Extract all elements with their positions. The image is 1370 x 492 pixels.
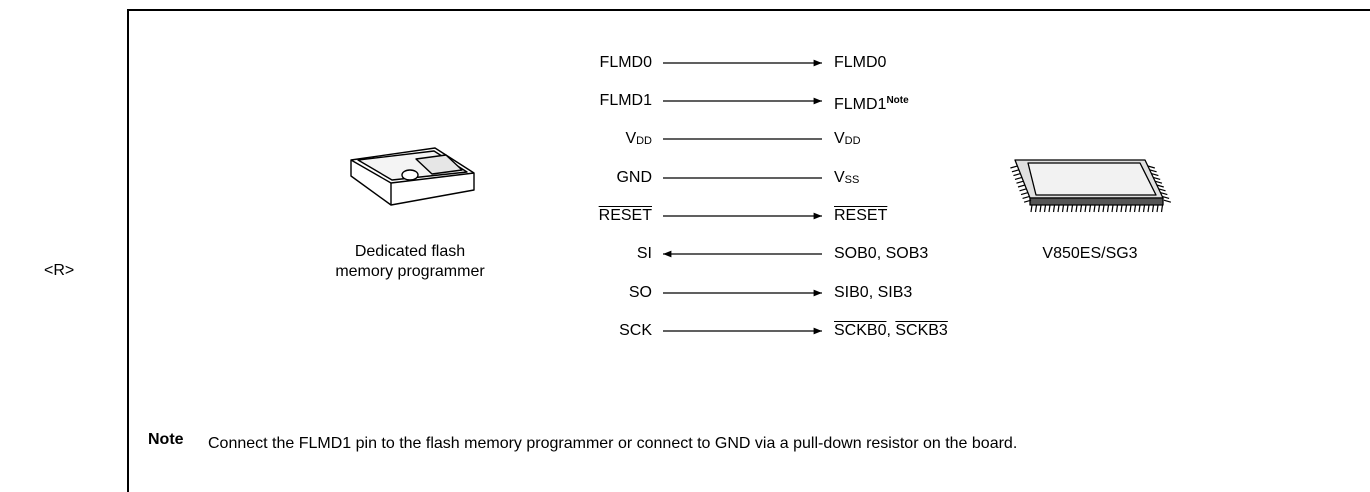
device-pin [1048,204,1051,213]
pin-left-gnd: GND [616,169,652,186]
device-pin [1161,195,1170,199]
device-pin [1115,204,1119,213]
device-pin [1147,204,1150,213]
pin-left-vdd: VDD [625,130,652,147]
pin-left-reset: RESET [598,207,652,224]
device-pin [1017,184,1026,188]
device-pin [1147,165,1155,169]
device-pin [1066,204,1069,213]
device-pin [1070,204,1074,213]
pin-right-sckb: SCKB0, SCKB3 [834,322,948,339]
device-pin [1043,204,1047,213]
pin-right-vdd: VDD [834,130,861,147]
device-pin [1124,204,1128,213]
device-pin [1034,204,1038,213]
device-pin [1151,204,1155,213]
device-pin [1133,204,1137,213]
device-pin [1075,204,1078,213]
device-pin [1156,184,1164,188]
device-pin [1129,204,1132,213]
device-pin [1019,188,1027,192]
pin-right-sib: SIB0, SIB3 [834,284,913,301]
pin-right-reset: RESET [834,207,888,224]
device-pin [1160,204,1164,213]
device-pin [1061,204,1065,213]
device-pin [1088,204,1092,213]
pin-left-so: SO [628,284,652,301]
note-label: Note [148,431,184,448]
pin-left-sck: SCK [619,322,652,339]
device-pin [1142,204,1146,213]
device-pin [1106,204,1110,213]
device-pin [1111,204,1114,213]
device-pin [1023,199,1032,203]
device-pin [1020,192,1029,196]
device-pin [1120,204,1123,213]
device-pin [1158,188,1166,192]
device-pin [1011,169,1020,173]
device-pin [1160,192,1168,196]
device-pin [1022,195,1030,199]
device-pin [1014,176,1023,180]
device-pin [1149,169,1157,173]
device-pin [1156,204,1159,213]
device-pin [1039,204,1042,213]
figure-frame [127,9,1370,492]
device-pin [1153,176,1161,180]
device-pin [1084,204,1087,213]
device-pin [1093,204,1096,213]
programmer-caption: Dedicated flash memory programmer [335,243,485,280]
device-caption: V850ES/SG3 [1042,245,1138,262]
device-pin [1010,165,1018,169]
pin-right-vss: VSS [834,169,860,186]
pin-left-si: SI [636,245,652,262]
pin-left-flmd1: FLMD1 [599,92,652,109]
pin-right-flmd1: FLMD1Note [834,95,909,113]
revision-mark: <R> [44,262,75,279]
device-pins [1010,165,1172,213]
pin-left-flmd0: FLMD0 [599,54,652,71]
flash-programmer-icon [350,147,475,206]
v850-device-icon [1014,159,1164,206]
device-pin [1097,204,1101,213]
device-pin [1013,173,1021,177]
device-pin [1102,204,1105,213]
device-pin [1052,204,1056,213]
device-pin [1057,204,1060,213]
device-pin [1030,204,1033,213]
device-pin [1163,199,1172,203]
device-pin [1154,180,1163,184]
device-pin [1151,173,1159,177]
device-pin [1016,180,1024,184]
note-text: Connect the FLMD1 pin to the flash memor… [208,435,1018,452]
device-pin [1079,204,1083,213]
note-reference: Note [886,95,909,106]
device-pin [1138,204,1141,213]
pin-right-flmd0: FLMD0 [834,54,887,71]
pin-right-sob: SOB0, SOB3 [834,245,929,262]
